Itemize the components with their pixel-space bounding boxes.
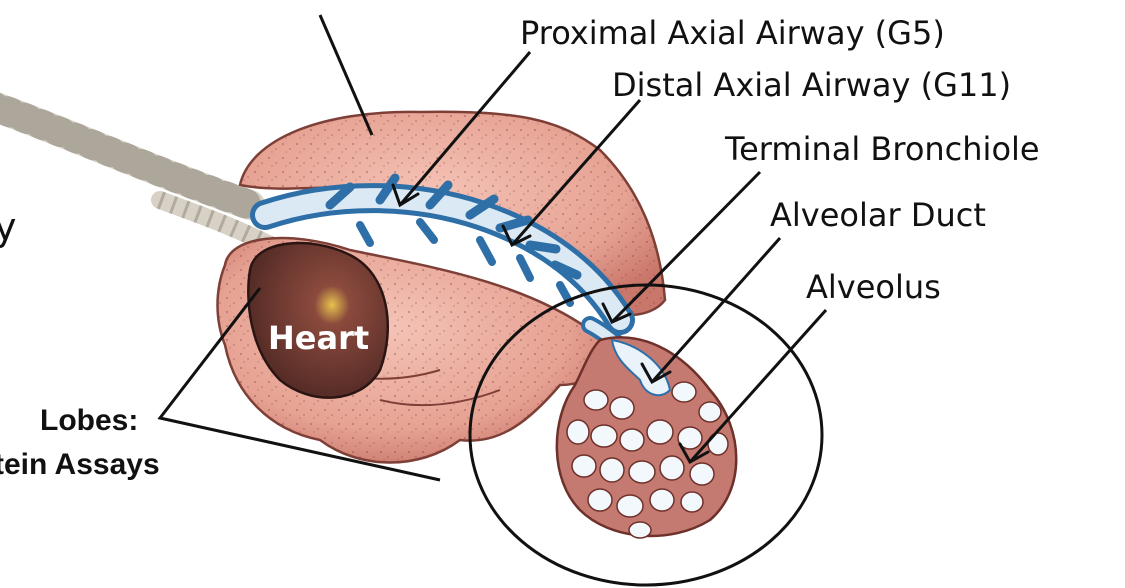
label-lobes-partial: Lobes:: [40, 404, 138, 437]
label-cut-letter: y: [0, 205, 17, 249]
label-terminal-bronchiole: Terminal Bronchiole: [724, 130, 1040, 168]
label-alveolar-duct: Alveolar Duct: [770, 196, 986, 234]
trachea: [0, 105, 270, 245]
label-assays-partial: tein Assays: [0, 448, 160, 481]
pointer-alveolar-duct: [652, 238, 780, 382]
pointer-alveolus: [690, 310, 826, 462]
label-distal-axial-airway: Distal Axial Airway (G11): [612, 66, 1011, 104]
label-proximal-axial-airway: Proximal Axial Airway (G5): [520, 14, 945, 52]
label-alveolus: Alveolus: [806, 268, 941, 306]
heart-label: Heart: [268, 319, 369, 357]
